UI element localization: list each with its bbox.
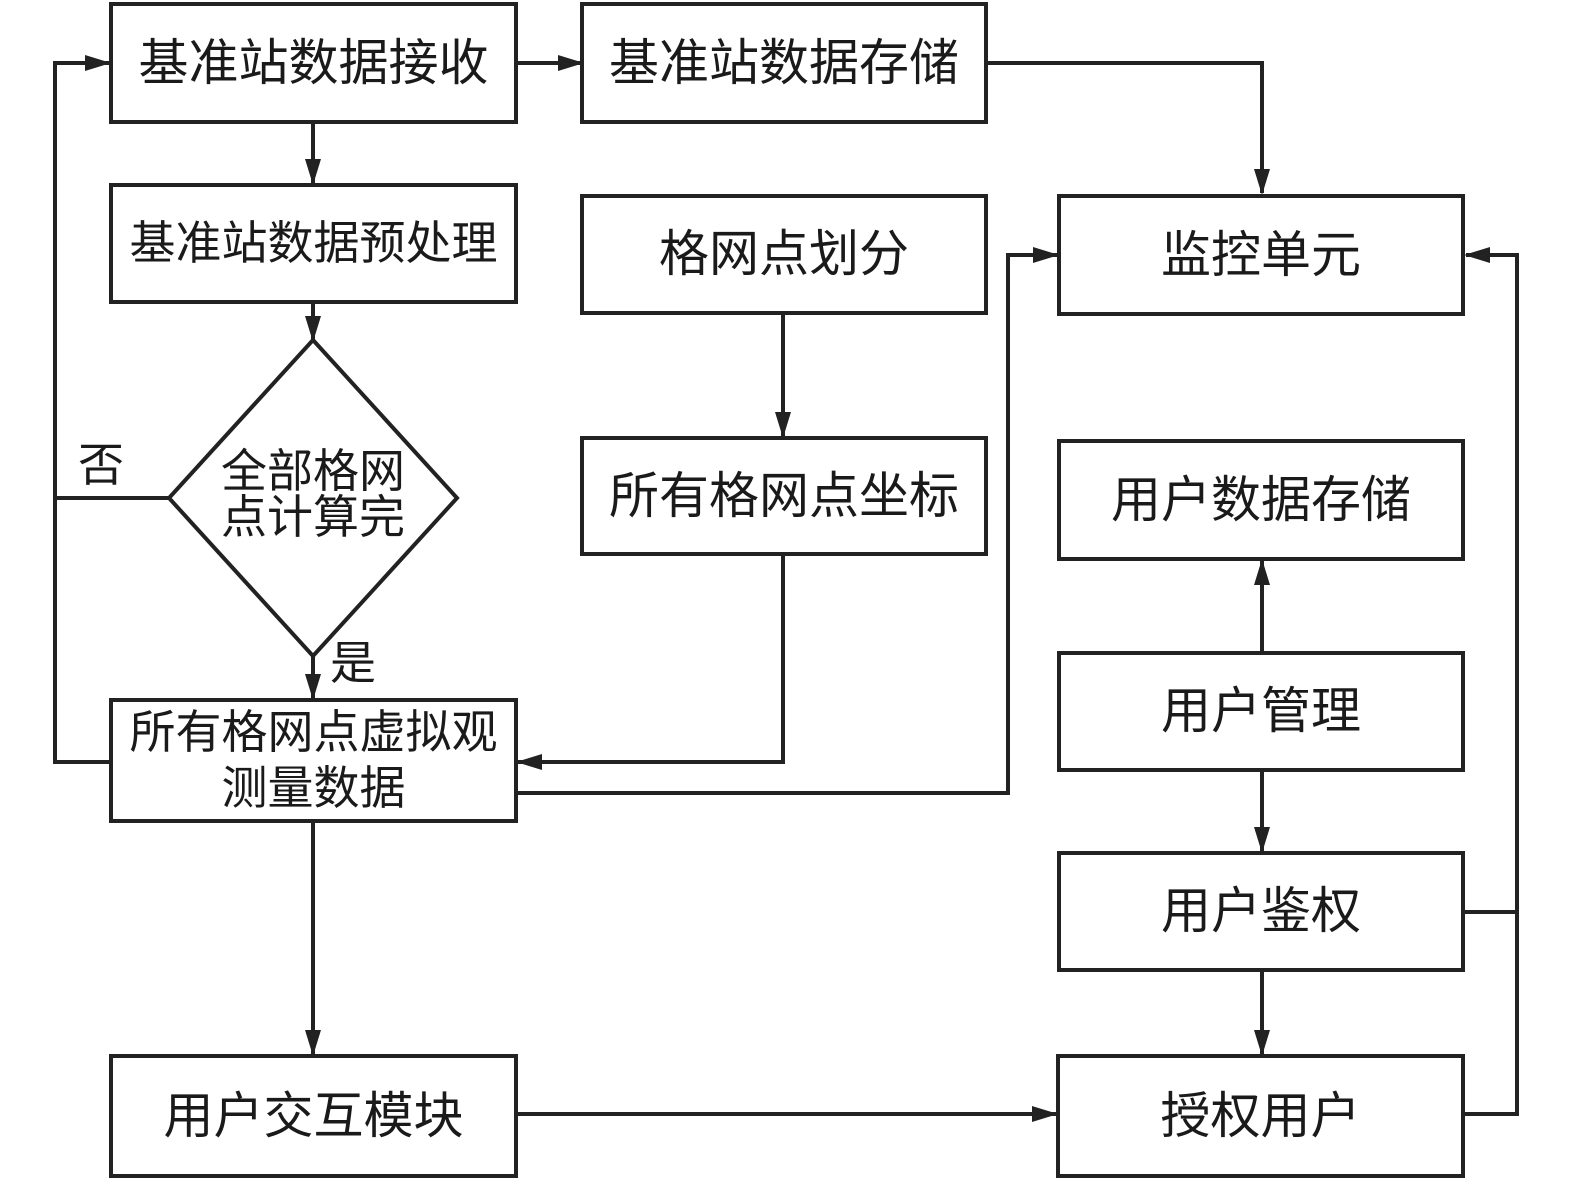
- node-grid-divide: 格网点划分: [580, 194, 988, 315]
- node-virtual-obs: 所有格网点虚拟观 测量数据: [109, 698, 518, 823]
- node-ref-preprocess-label: 基准站数据预处理: [129, 216, 498, 271]
- node-user-auth-label: 用户鉴权: [1161, 882, 1361, 940]
- node-monitor-label: 监控单元: [1161, 225, 1361, 284]
- node-user-auth: 用户鉴权: [1057, 851, 1465, 972]
- node-user-manage: 用户管理: [1057, 651, 1465, 772]
- node-ref-store-label: 基准站数据存储: [609, 33, 959, 92]
- label-yes: 是: [330, 636, 376, 690]
- node-virtual-obs-text: 所有格网点虚拟观 测量数据: [130, 705, 498, 815]
- node-virtual-obs-line-2: 测量数据: [221, 760, 406, 815]
- node-interaction-label: 用户交互模块: [163, 1086, 464, 1145]
- node-user-store: 用户数据存储: [1057, 439, 1465, 561]
- node-virtual-obs-line-1: 所有格网点虚拟观: [129, 705, 498, 760]
- node-ref-receive: 基准站数据接收: [109, 2, 518, 124]
- decision-diamond: [166, 337, 460, 659]
- node-authorized-user-label: 授权用户: [1160, 1086, 1361, 1145]
- arrow-right-to-monitor: [1464, 247, 1519, 1116]
- node-grid-coords-label: 所有格网点坐标: [609, 466, 959, 525]
- arrow-coords-to-virtual: [516, 556, 785, 770]
- node-ref-preprocess: 基准站数据预处理: [109, 183, 518, 304]
- node-monitor: 监控单元: [1057, 194, 1465, 316]
- node-grid-coords: 所有格网点坐标: [580, 436, 988, 556]
- node-ref-store: 基准站数据存储: [580, 2, 988, 124]
- node-grid-divide-label: 格网点划分: [659, 225, 909, 283]
- label-no: 否: [78, 438, 124, 492]
- node-ref-receive-label: 基准站数据接收: [138, 33, 489, 92]
- decision-line-1: 全部格网: [221, 444, 405, 498]
- arrow-store-to-monitor: [988, 61, 1270, 195]
- decision-line-2: 点计算完: [221, 490, 405, 544]
- node-interaction: 用户交互模块: [109, 1054, 518, 1178]
- decision-text: 全部格网 点计算完: [199, 448, 427, 540]
- arrow-loop-to-receive: [53, 55, 111, 764]
- arrow-virtual-to-monitor: [518, 247, 1059, 795]
- node-user-store-label: 用户数据存储: [1111, 470, 1411, 529]
- node-authorized-user: 授权用户: [1056, 1054, 1465, 1178]
- node-user-manage-label: 用户管理: [1161, 682, 1361, 740]
